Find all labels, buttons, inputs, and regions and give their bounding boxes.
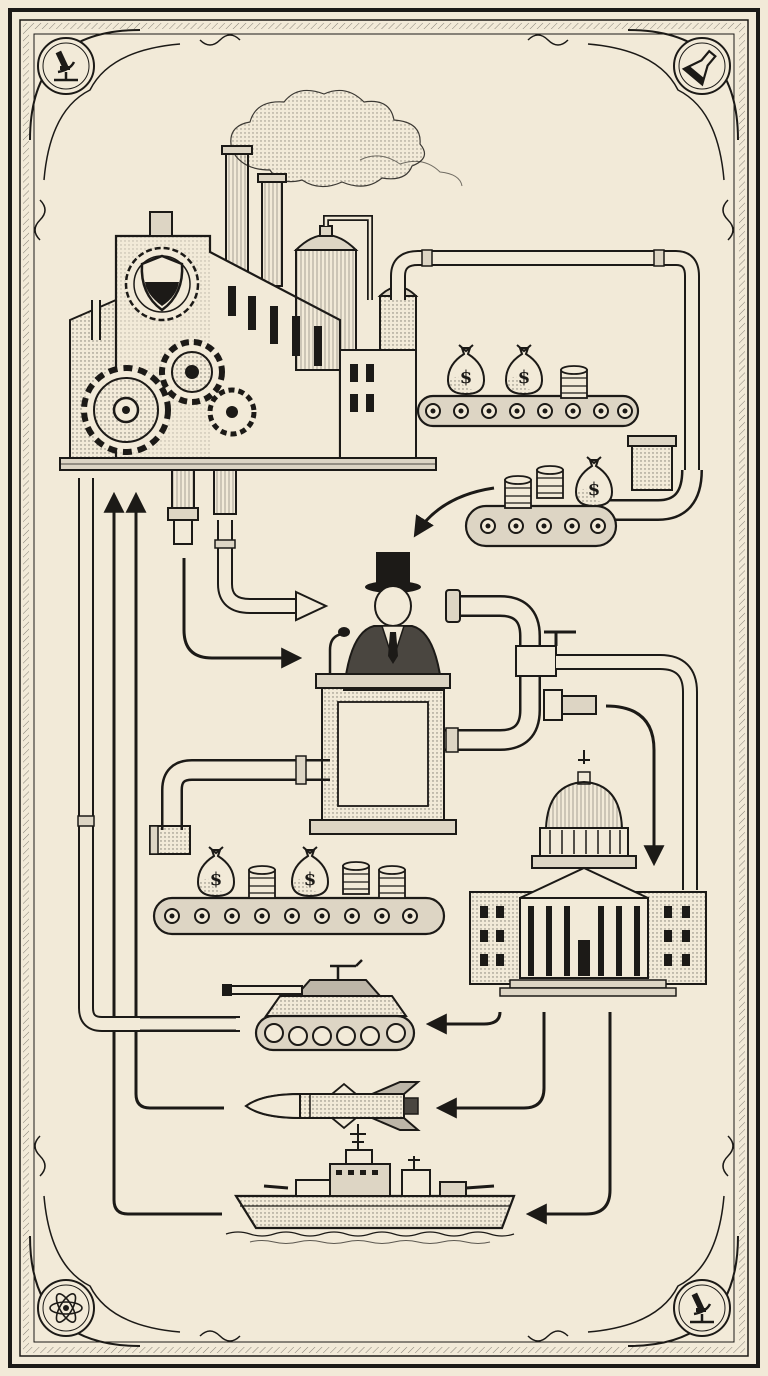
shield-gear-emblem xyxy=(124,246,200,322)
missile xyxy=(244,1081,421,1131)
gear-medium xyxy=(159,339,225,405)
warship xyxy=(225,1124,516,1244)
factory xyxy=(59,145,437,471)
money-bag: $ xyxy=(575,456,613,507)
gear-small xyxy=(207,387,257,437)
money-conveyor-1: $ $ xyxy=(416,344,640,428)
tank xyxy=(222,959,416,1052)
inner-border xyxy=(19,19,749,1357)
border-hatch xyxy=(23,23,745,1353)
smoke-cloud xyxy=(230,89,463,188)
corner-ornament-top-right xyxy=(527,29,739,241)
money-conveyor-3: $ $ xyxy=(152,846,446,936)
outer-border xyxy=(8,8,760,1368)
money-bag: $ xyxy=(447,344,485,395)
coin-stack xyxy=(504,475,532,509)
microscope-icon xyxy=(54,50,78,82)
flow-arrows xyxy=(103,486,665,1225)
coin-stack xyxy=(536,465,564,499)
svg-text:$: $ xyxy=(518,367,531,388)
money-bag: $ xyxy=(197,846,235,897)
svg-text:$: $ xyxy=(304,869,317,890)
money-bag: $ xyxy=(505,344,543,395)
microscope-icon xyxy=(690,1292,714,1324)
atom-icon xyxy=(49,1293,83,1323)
left-return-pipe xyxy=(77,478,240,1032)
money-conveyor-2: $ xyxy=(464,456,618,548)
gear-large xyxy=(81,365,171,455)
capitol-building xyxy=(469,750,707,997)
svg-text:$: $ xyxy=(460,367,473,388)
svg-text:$: $ xyxy=(210,869,223,890)
factory-output-pipes xyxy=(167,469,329,622)
flask-icon xyxy=(681,49,717,87)
coin-stack xyxy=(560,365,588,399)
coin-stack xyxy=(378,865,406,899)
coin-stack xyxy=(342,861,370,895)
border-rule xyxy=(33,33,735,1343)
coin-stack xyxy=(248,865,276,899)
svg-text:$: $ xyxy=(588,479,601,500)
money-bag: $ xyxy=(291,846,329,897)
corner-ornament-bottom-left xyxy=(29,1135,241,1347)
corner-ornament-bottom-right xyxy=(527,1135,739,1347)
lobbyist-at-podium xyxy=(309,552,457,835)
corner-ornament-top-left xyxy=(29,29,241,241)
podium-pipes xyxy=(149,589,698,890)
top-right-pipe xyxy=(390,249,703,521)
